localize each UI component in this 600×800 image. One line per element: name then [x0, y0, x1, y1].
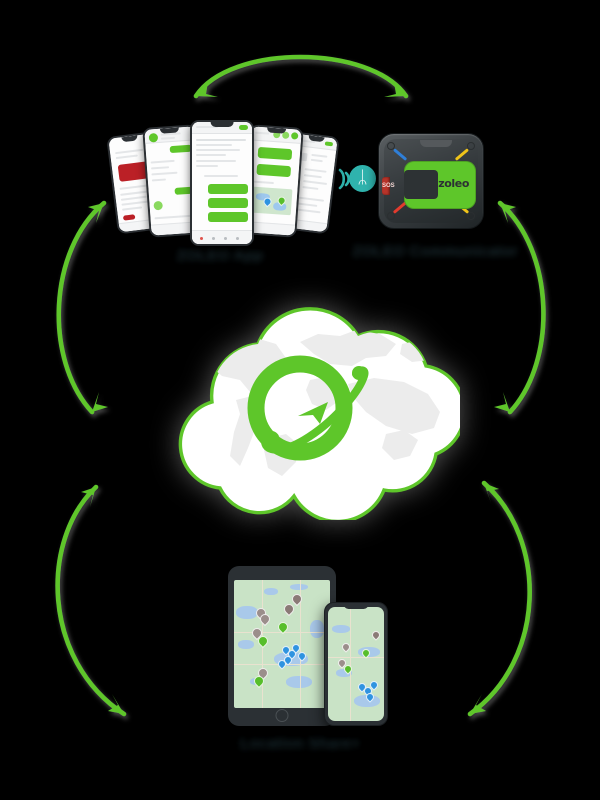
arrow-right: [494, 200, 546, 415]
zoleo-device[interactable]: zoleo SOS: [378, 133, 484, 229]
bluetooth-waves-icon: [338, 168, 350, 190]
device-green-panel: zoleo: [404, 161, 476, 209]
tablet-home-button[interactable]: [275, 709, 289, 722]
label-devices: ZOLEO App: [176, 247, 264, 264]
accent-ray-blue: [392, 148, 408, 162]
device-lip: [420, 140, 452, 147]
mini-map: [250, 186, 293, 216]
map-pin[interactable]: [289, 591, 305, 607]
phone-device[interactable]: [324, 602, 388, 726]
tablet-map-screen[interactable]: [234, 580, 330, 708]
phone-notch: [343, 603, 369, 609]
device-sos-button[interactable]: SOS: [382, 177, 395, 195]
tablet-device[interactable]: [228, 566, 336, 726]
arrow-bottom-right: [467, 480, 532, 717]
device-corner-screw: [467, 212, 475, 220]
location-share-devices[interactable]: [228, 566, 388, 728]
globe-orbit-icon: [247, 355, 369, 461]
phone-map-screen[interactable]: [328, 607, 384, 721]
phone-mockup-messages[interactable]: [190, 120, 254, 246]
device-corner-screw: [467, 142, 475, 150]
arrow-top: [193, 54, 409, 99]
bluetooth-icon: ᛦ: [338, 162, 376, 196]
bluetooth-glyph: ᛦ: [357, 168, 368, 188]
bluetooth-badge-circle: ᛦ: [349, 165, 376, 192]
message-bubble: [208, 198, 248, 208]
phone-screen: [192, 122, 252, 244]
label-location: Location Share+: [239, 735, 361, 752]
phone-notch: [210, 122, 234, 127]
zoleo-cloud: [150, 288, 460, 520]
device-corner-screw: [387, 212, 395, 220]
phone-app-cluster[interactable]: [106, 118, 340, 246]
accent-ray-yellow: [454, 148, 470, 162]
message-bubble: [208, 212, 248, 222]
map-pin[interactable]: [370, 629, 382, 641]
device-brand-label: zoleo: [438, 177, 469, 190]
device-corner-screw: [387, 142, 395, 150]
device-body: zoleo SOS: [382, 139, 478, 223]
map-pin[interactable]: [281, 601, 297, 617]
device-sos-label: SOS: [382, 183, 395, 189]
message-bubble: [208, 184, 248, 194]
arrow-left: [56, 200, 108, 415]
label-communicator: ZOLEO Communicator: [352, 243, 518, 260]
arrow-bottom-left: [55, 484, 127, 717]
